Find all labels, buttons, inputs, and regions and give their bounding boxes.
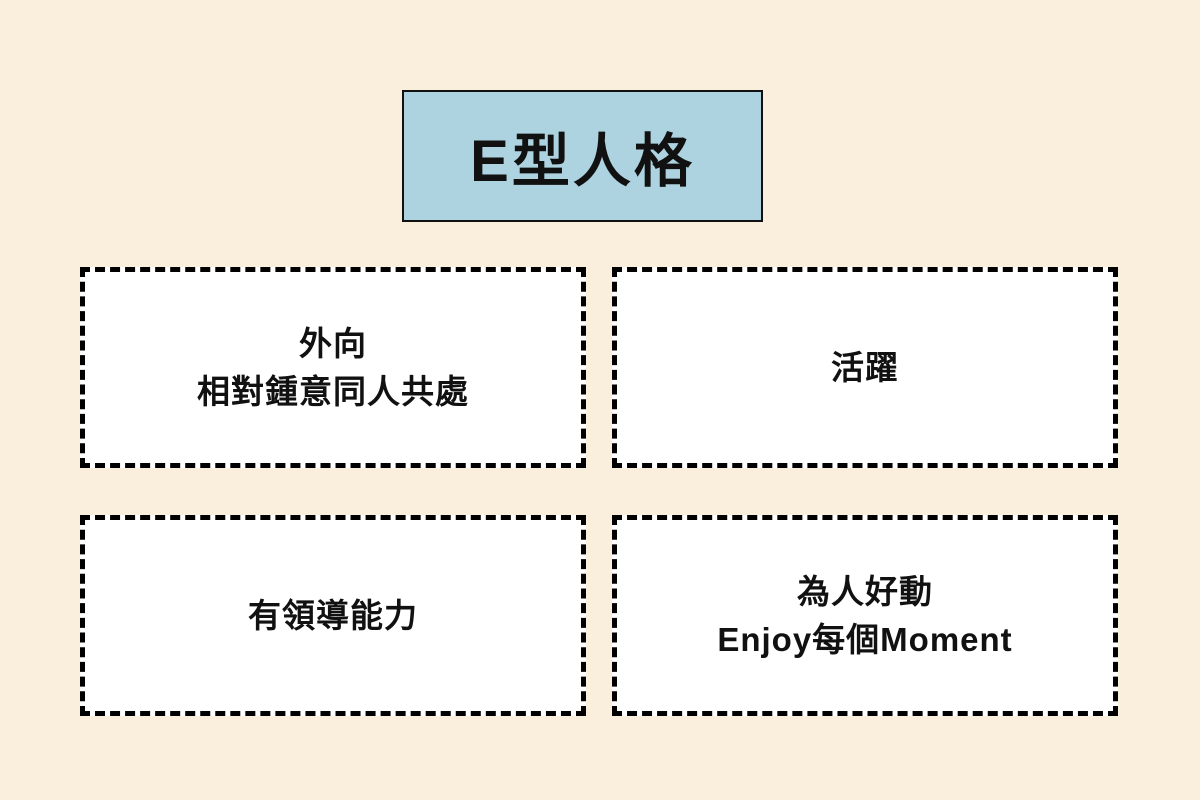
card-extrovert: 外向 相對鍾意同人共處 [80, 267, 586, 468]
card-leadership: 有領導能力 [80, 515, 586, 716]
title-box: E型人格 [402, 90, 763, 222]
card-energetic: 為人好動 Enjoy每個Moment [612, 515, 1118, 716]
card-active: 活躍 [612, 267, 1118, 468]
card-line: 為人好動 [797, 572, 933, 610]
page-title: E型人格 [470, 129, 695, 194]
card-line: 活躍 [831, 348, 899, 386]
card-line: Enjoy每個Moment [717, 620, 1013, 658]
card-line: 相對鍾意同人共處 [197, 372, 469, 410]
card-line: 外向 [299, 324, 367, 362]
card-line: 有領導能力 [248, 596, 418, 634]
